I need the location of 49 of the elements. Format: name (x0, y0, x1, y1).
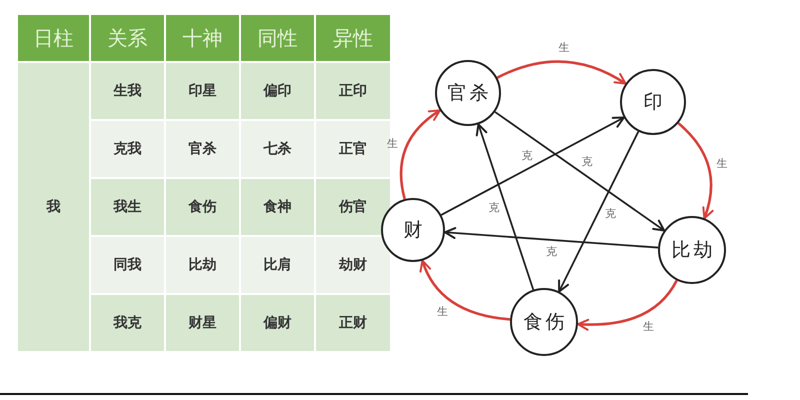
table-cell: 正印 (315, 62, 391, 120)
table-cell: 食伤 (165, 178, 240, 236)
table-cell: 印星 (165, 62, 240, 120)
table-cell: 克我 (90, 120, 165, 178)
table-cell: 七杀 (240, 120, 315, 178)
table-cell: 伤官 (315, 178, 391, 236)
circle-node: 比劫 (658, 216, 726, 284)
circle-node: 财 (381, 198, 445, 262)
arrow (558, 131, 640, 293)
edge-label: 生 (716, 158, 728, 170)
table-cell: 偏财 (240, 294, 315, 352)
table-cell: 生我 (90, 62, 165, 120)
column-header: 日柱 (17, 14, 90, 62)
table-cell: 食神 (240, 178, 315, 236)
table-cell: 比肩 (240, 236, 315, 294)
table-cell: 我克 (90, 294, 165, 352)
circle-node: 官杀 (435, 60, 501, 126)
arrow (476, 123, 534, 290)
column-header: 同性 (240, 14, 315, 62)
table-cell: 比劫 (165, 236, 240, 294)
edge-label: 克 (488, 202, 500, 214)
edge-label: 克 (582, 156, 593, 168)
edge-label: 克 (546, 246, 557, 258)
curved-arrow (420, 260, 510, 321)
curved-arrow (400, 109, 441, 200)
table-cell: 劫财 (315, 236, 391, 294)
table-cell: 财星 (165, 294, 240, 352)
column-header: 关系 (90, 14, 165, 62)
table-cell: 偏印 (240, 62, 315, 120)
row-header: 我 (17, 62, 90, 352)
arrow (494, 111, 666, 232)
curved-arrow (576, 280, 678, 330)
table-cell: 正财 (315, 294, 391, 352)
edge-label: 克 (605, 208, 616, 219)
table-cell: 我生 (90, 178, 165, 236)
edge-label: 生 (643, 321, 654, 332)
edge-label: 生 (436, 306, 448, 318)
arrow (440, 116, 625, 216)
table-cell: 官杀 (165, 120, 240, 178)
table-cell: 同我 (90, 236, 165, 294)
column-header: 异性 (315, 14, 391, 62)
circle-node: 印 (620, 69, 686, 135)
arrow (444, 227, 658, 248)
curved-arrow (496, 60, 627, 85)
circle-node: 食伤 (510, 288, 578, 356)
curved-arrow (677, 122, 714, 220)
edge-label: 生 (558, 42, 570, 54)
edge-label: 克 (522, 150, 533, 162)
column-header: 十神 (165, 14, 240, 62)
